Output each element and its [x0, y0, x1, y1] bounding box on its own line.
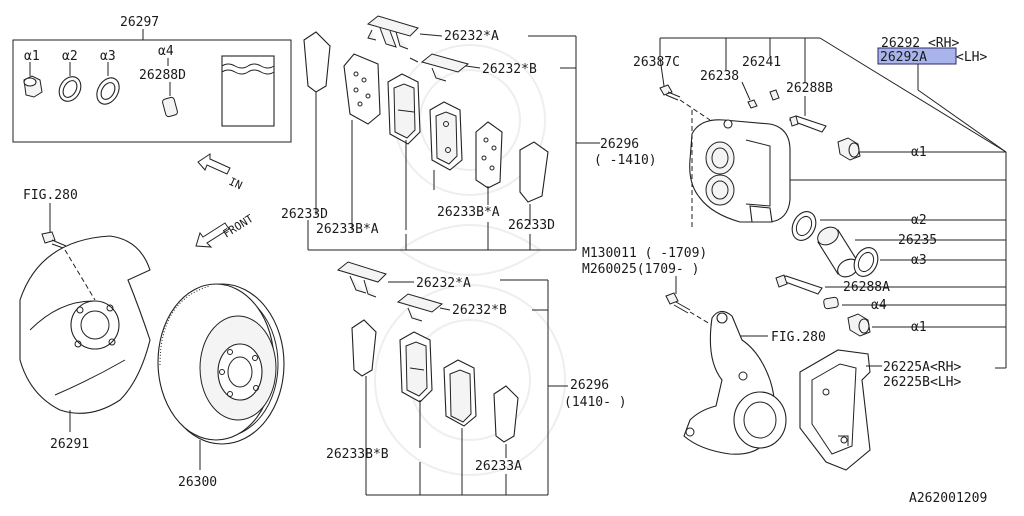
- reference-code: A262001209: [909, 491, 987, 506]
- label-26241[interactable]: 26241: [742, 55, 781, 70]
- in-arrow-icon: [197, 153, 231, 175]
- caliper-assembly: 26387C 26241 26238 26288B 26292 <RH> 262…: [582, 36, 1007, 471]
- label-26232A-lower[interactable]: 26232*A: [416, 276, 471, 291]
- label-26235[interactable]: 26235: [898, 233, 937, 248]
- label-fig280-top[interactable]: FIG.280: [23, 188, 78, 203]
- piston-boot-part: [96, 62, 120, 105]
- shim-plate-upper-2: [475, 121, 503, 189]
- label-26233BA-upper-2[interactable]: 26233B*A: [437, 205, 500, 220]
- label-a2-right[interactable]: α2: [911, 213, 927, 228]
- bleeder-bolt-part: [659, 57, 681, 101]
- label-26292A-lh: <LH>: [956, 50, 987, 65]
- dust-shield-part: [19, 235, 151, 414]
- backing-plate-bolt: [41, 231, 67, 250]
- label-26233A[interactable]: 26233A: [475, 459, 522, 474]
- brake-pad-outer-lower: [443, 359, 477, 427]
- pad-clip-b-upper: [409, 53, 470, 82]
- bracket-bolt-part: [665, 292, 691, 314]
- brake-rotor-part: [157, 283, 285, 445]
- pad-kit-lower: 26232*A 26232*B 26296 (1410- ) 26233: [326, 261, 627, 496]
- label-a3-top[interactable]: α3: [100, 49, 116, 64]
- guide-pin-b-part: [788, 96, 827, 133]
- label-26233D-upper[interactable]: 26233D: [281, 207, 328, 222]
- piston-seal-part: [58, 62, 82, 102]
- label-a4-right[interactable]: α4: [871, 298, 887, 313]
- label-26300[interactable]: 26300: [178, 475, 217, 490]
- outer-shim-lower: [351, 319, 377, 377]
- front-arrow: FRONT: [195, 212, 256, 248]
- piston-seal-right-part: [791, 211, 817, 241]
- pad-clip-b-lower: [396, 293, 444, 322]
- label-26233BB[interactable]: 26233B*B: [326, 447, 389, 462]
- label-26288B[interactable]: 26288B: [786, 81, 833, 96]
- caliper-body-part: [689, 119, 791, 223]
- brake-pad-outer-upper: [429, 101, 463, 171]
- label-fig280-right[interactable]: FIG.280: [771, 330, 826, 345]
- label-26296-lower-range: (1410- ): [564, 395, 627, 410]
- pad-clip-a-upper: [366, 15, 419, 50]
- pin-boot-part: [162, 58, 178, 118]
- label-26296-upper-range: ( -1410): [594, 153, 657, 168]
- guide-pin-a-part: [775, 274, 823, 295]
- label-a3-right[interactable]: α3: [911, 253, 927, 268]
- label-a1-top[interactable]: α1: [24, 49, 40, 64]
- label-26292A[interactable]: 26292A: [880, 50, 927, 65]
- pin-boot-right-part: [837, 137, 861, 161]
- label-26288A[interactable]: 26288A: [843, 280, 890, 295]
- outer-shim-upper-2: [519, 141, 549, 203]
- front-arrow-label: FRONT: [221, 212, 256, 241]
- brake-pad-inner-lower: [399, 331, 433, 403]
- seal-kit-group: 26297 α1 α2 α3 α4 26288D: [12, 15, 292, 143]
- front-arrow-icon: [195, 222, 230, 248]
- grease-packet-part: [221, 55, 275, 127]
- outer-shim-lower-2: [493, 385, 519, 443]
- label-a1-right-2[interactable]: α1: [911, 320, 927, 335]
- pin-boot-a4-right-part: [823, 296, 839, 310]
- shim-plate-upper: [343, 53, 381, 125]
- caliper-support-part: [799, 349, 871, 471]
- pad-kit-upper: 26232*A 26232*B 26296 ( -1410): [281, 15, 657, 251]
- label-26292[interactable]: 26292 <RH>: [881, 36, 959, 51]
- label-26233BA-upper[interactable]: 26233B*A: [316, 222, 379, 237]
- label-m130011[interactable]: M130011 ( -1709): [582, 246, 707, 261]
- label-26232A-upper[interactable]: 26232*A: [444, 29, 499, 44]
- steering-knuckle-part: [683, 310, 787, 455]
- label-26291[interactable]: 26291: [50, 437, 89, 452]
- piston-boot-right-part: [853, 247, 879, 277]
- label-a1-right-1[interactable]: α1: [911, 145, 927, 160]
- label-26233D-upper-2[interactable]: 26233D: [508, 218, 555, 233]
- pin-boot-right-2-part: [847, 313, 871, 337]
- label-26225B[interactable]: 26225B<LH>: [883, 375, 961, 390]
- brake-pad-inner-upper: [387, 73, 421, 145]
- outer-shim-upper: [303, 31, 331, 93]
- label-26296-lower[interactable]: 26296: [570, 378, 609, 393]
- label-a4-top[interactable]: α4: [158, 44, 174, 59]
- label-26232B-lower[interactable]: 26232*B: [452, 303, 507, 318]
- label-26232B-upper[interactable]: 26232*B: [482, 62, 537, 77]
- piston-part: [817, 226, 859, 278]
- label-26387C[interactable]: 26387C: [633, 55, 680, 70]
- label-26288D[interactable]: 26288D: [139, 68, 186, 83]
- label-26296-upper[interactable]: 26296: [600, 137, 639, 152]
- label-m260025[interactable]: M260025(1709- ): [582, 262, 699, 277]
- label-a2-top[interactable]: α2: [62, 49, 78, 64]
- bleeder-screw-part: [741, 81, 780, 109]
- in-arrow-label: IN: [227, 175, 245, 192]
- label-26225A[interactable]: 26225A<RH>: [883, 360, 961, 375]
- in-arrow: IN: [197, 153, 245, 192]
- pad-clip-a-lower: [336, 261, 387, 298]
- seal-kit-box: [12, 39, 292, 143]
- label-26297[interactable]: 26297: [120, 15, 159, 30]
- highlight-26292A: [877, 47, 957, 65]
- dust-boot-part: [23, 62, 43, 98]
- label-26238[interactable]: 26238: [700, 69, 739, 84]
